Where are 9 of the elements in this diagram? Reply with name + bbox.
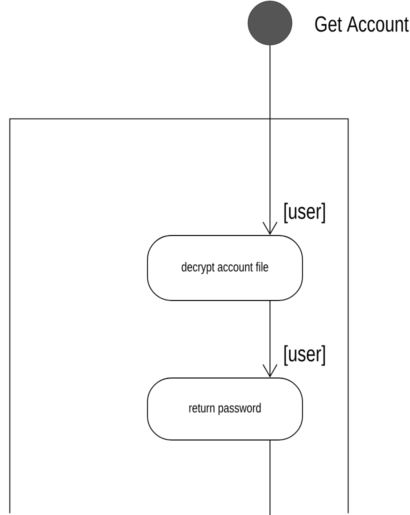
arrow xyxy=(262,44,278,236)
partition-box xyxy=(9,118,349,514)
initial-node xyxy=(248,0,292,46)
action-box: return password xyxy=(147,378,303,440)
guard-label: [user] xyxy=(282,344,328,367)
arrow xyxy=(262,300,278,378)
action-box: decrypt account file xyxy=(147,235,303,301)
node-caption: Get Account xyxy=(315,16,409,32)
guard-label: [user] xyxy=(282,202,328,224)
